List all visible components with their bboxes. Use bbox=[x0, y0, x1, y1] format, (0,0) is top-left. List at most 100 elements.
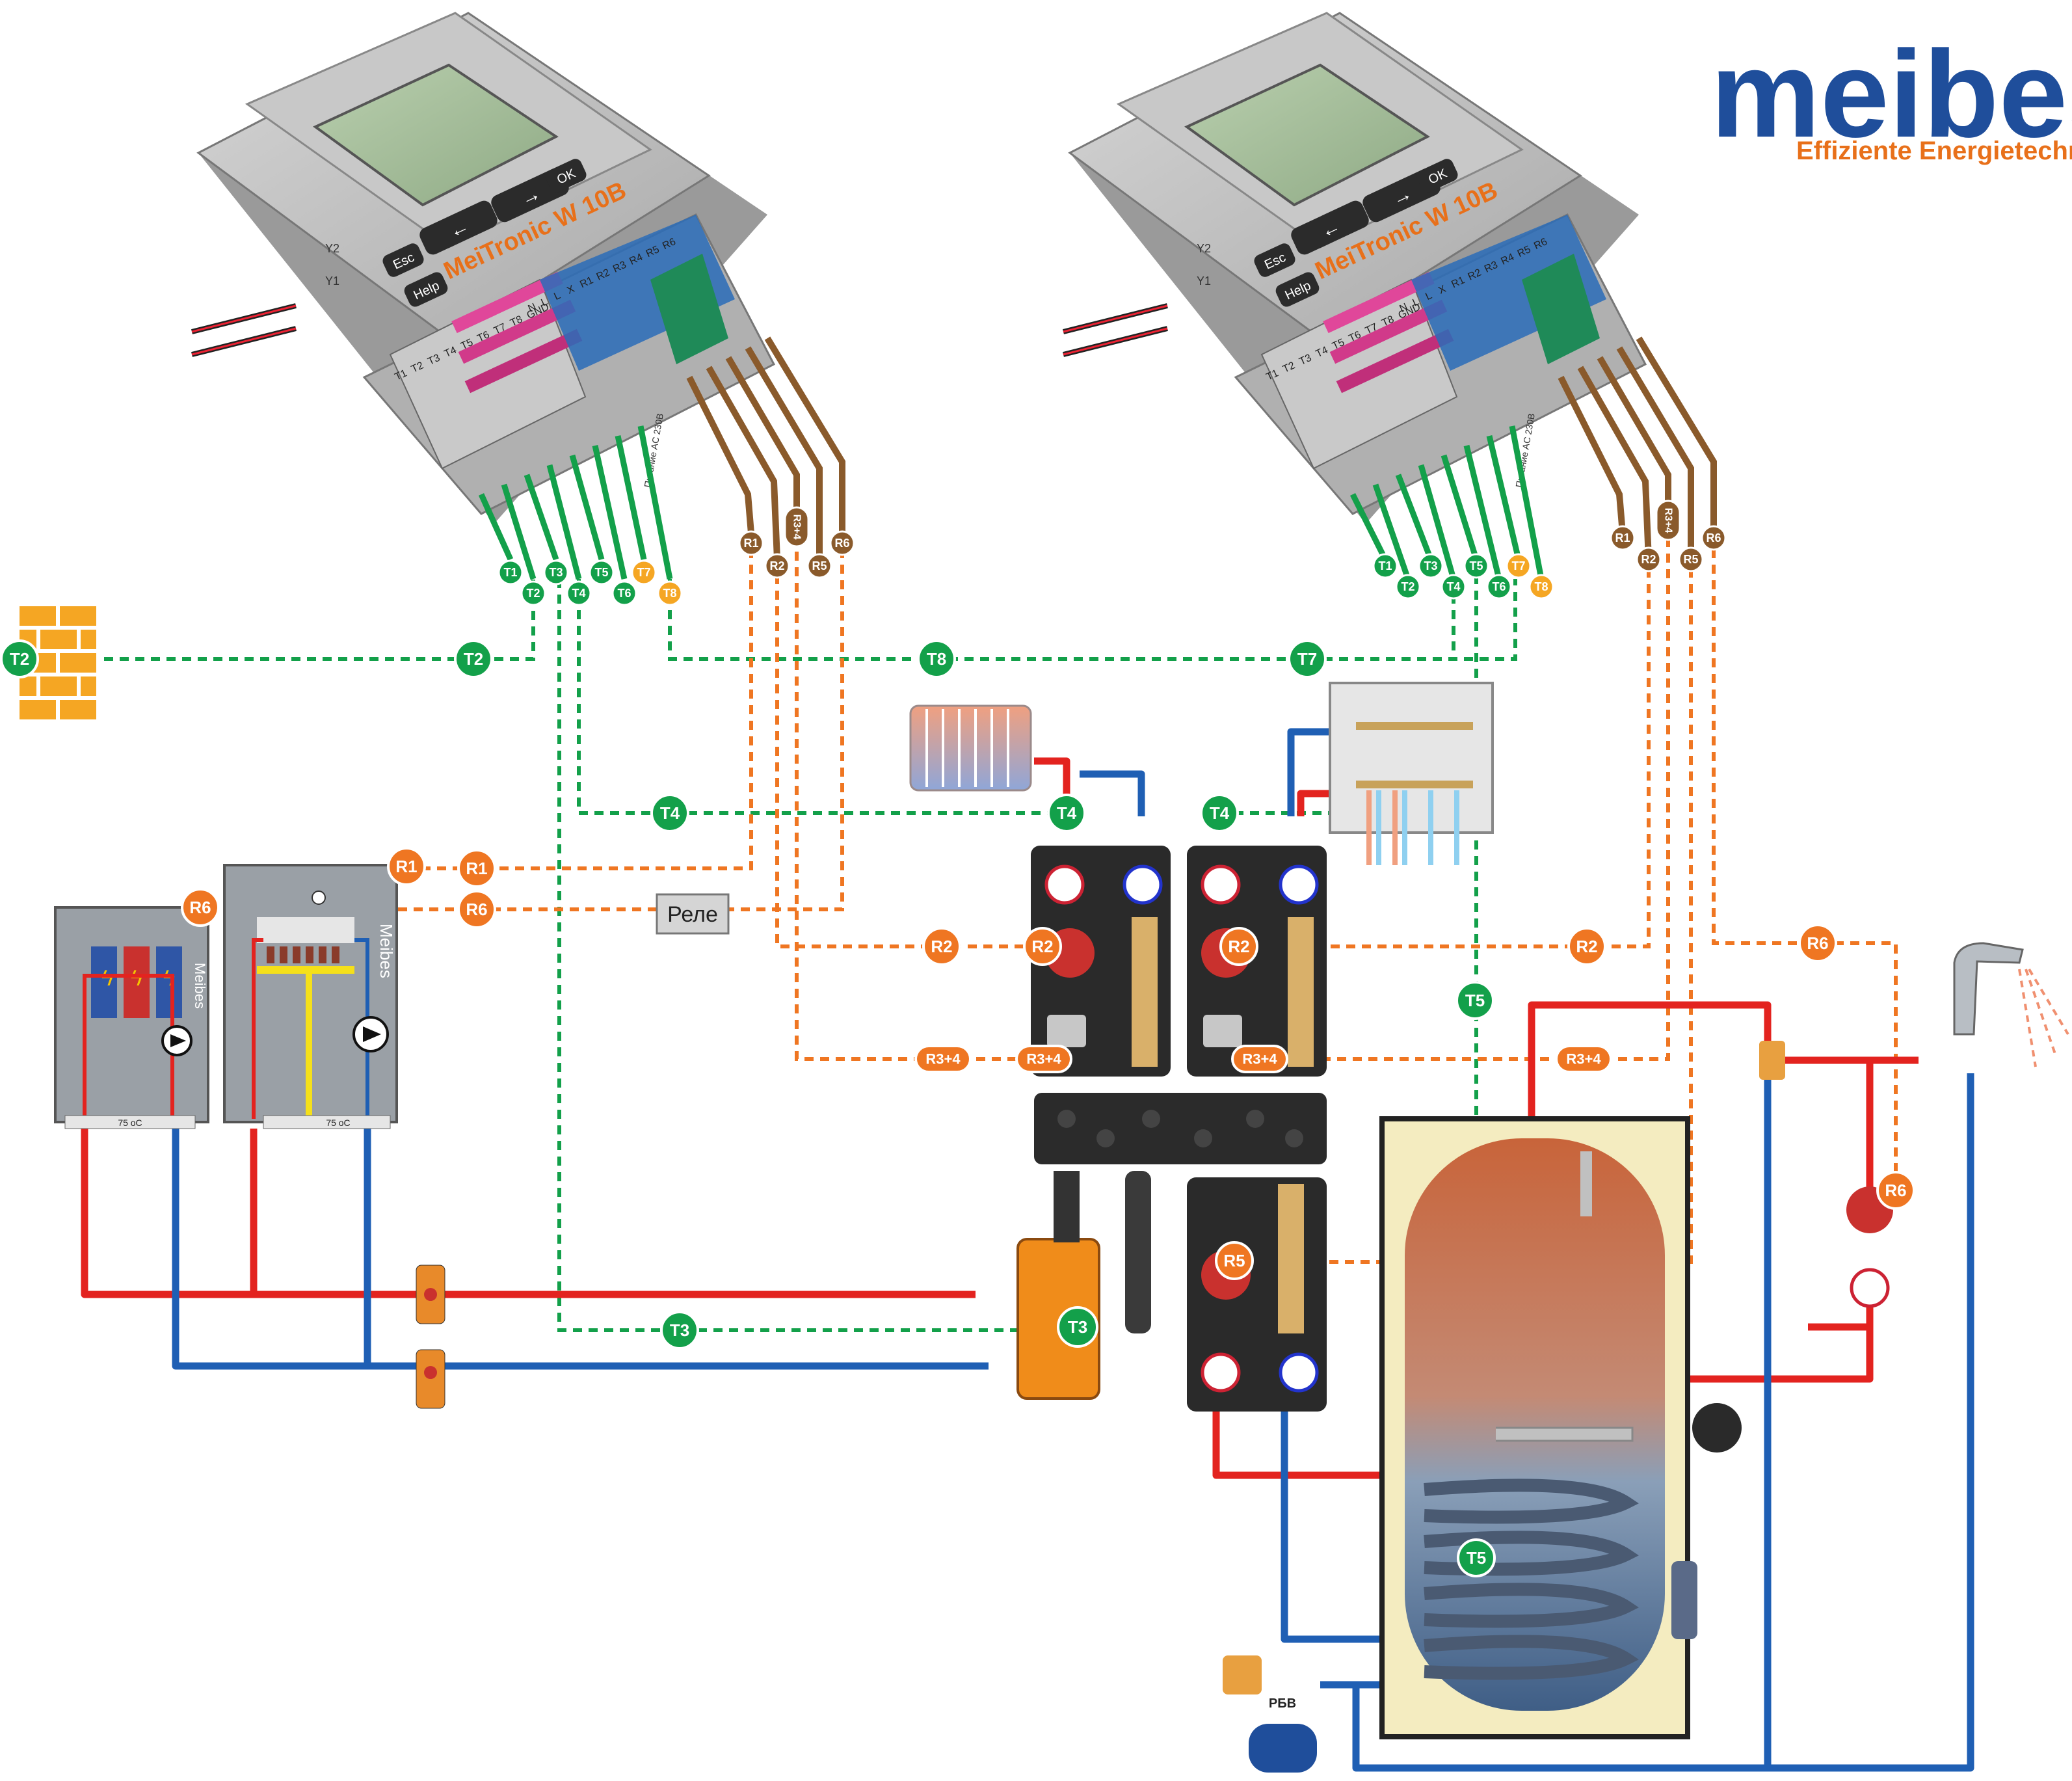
svg-text:R2: R2 bbox=[1228, 937, 1249, 956]
svg-text:T2: T2 bbox=[526, 587, 540, 600]
badge-r1-line: R1 bbox=[457, 849, 496, 888]
badge-t5-tank: T5 bbox=[1457, 1538, 1496, 1577]
svg-text:R6: R6 bbox=[466, 900, 487, 919]
svg-text:T4: T4 bbox=[443, 345, 458, 360]
badge-r34-left: R3+4 bbox=[914, 1045, 972, 1073]
c1-sensor-tag-t1: T1 bbox=[498, 559, 524, 585]
controller-1-esc-button[interactable]: Esc bbox=[380, 241, 426, 279]
svg-text:T3: T3 bbox=[1297, 353, 1313, 368]
gas-boiler-temp: 75 oC bbox=[326, 1118, 350, 1128]
svg-text:R1: R1 bbox=[743, 537, 758, 550]
controller-1-input-y2: Y2 bbox=[325, 242, 339, 255]
badge-r34-right: R3+4 bbox=[1555, 1045, 1612, 1073]
badge-r1-boiler: R1 bbox=[387, 847, 426, 886]
svg-text:T2: T2 bbox=[410, 360, 425, 375]
svg-text:T2: T2 bbox=[10, 649, 29, 669]
controller-2-input-y2: Y2 bbox=[1197, 242, 1211, 255]
heating-element-icon: ϟ bbox=[131, 966, 142, 991]
pump-group-dhw bbox=[1187, 1177, 1327, 1412]
thermometer-icon bbox=[1201, 864, 1241, 905]
svg-text:R3+4: R3+4 bbox=[1242, 1051, 1277, 1067]
svg-text:R6: R6 bbox=[189, 898, 211, 917]
svg-text:T1: T1 bbox=[393, 368, 409, 382]
svg-text:T1: T1 bbox=[1265, 368, 1281, 382]
floor-heating-manifold bbox=[1329, 682, 1494, 865]
controller-2-sensor-terminals: T1 T2 T3 T4 T5 T6 T7 T8 GND bbox=[1265, 302, 1422, 383]
badge-t7-line: T7 bbox=[1288, 639, 1327, 678]
svg-text:R2: R2 bbox=[931, 937, 952, 956]
thermometer-icon bbox=[1279, 864, 1319, 905]
badge-r2-pump-b: R2 bbox=[1219, 927, 1258, 966]
c2-sensor-tag-t5: T5 bbox=[1463, 553, 1489, 579]
svg-text:R6: R6 bbox=[1807, 933, 1828, 953]
c2-sensor-tag-t6: T6 bbox=[1486, 574, 1512, 600]
c2-relay-tag-r5: R5 bbox=[1678, 546, 1704, 572]
c1-relay-tag-r34: R3+4 bbox=[784, 506, 810, 548]
svg-text:T4: T4 bbox=[1057, 803, 1077, 823]
c1-sensor-tag-t3: T3 bbox=[543, 559, 569, 585]
svg-text:T6: T6 bbox=[1492, 580, 1506, 593]
svg-text:T2: T2 bbox=[1401, 580, 1415, 593]
svg-text:T5: T5 bbox=[459, 337, 475, 352]
electric-boiler-temp: 75 oC bbox=[118, 1118, 142, 1128]
controller-2-input-y1: Y1 bbox=[1197, 275, 1211, 288]
badge-r2-right: R2 bbox=[1567, 927, 1606, 966]
thermometer-icon bbox=[1279, 1352, 1319, 1393]
c2-sensor-tag-t7: T7 bbox=[1506, 553, 1532, 579]
svg-text:R6: R6 bbox=[834, 537, 849, 550]
c2-sensor-tag-t1: T1 bbox=[1372, 553, 1398, 579]
controller-2-help-button[interactable]: Help bbox=[1273, 270, 1321, 309]
badge-t3-hydro: T3 bbox=[1057, 1306, 1098, 1348]
badge-r34-pump-a: R3+4 bbox=[1015, 1045, 1072, 1073]
mixing-valve-icon bbox=[1759, 1041, 1785, 1080]
controller-2-ok-button[interactable]: OK bbox=[1415, 157, 1460, 194]
badge-r6-boiler: R6 bbox=[181, 888, 220, 927]
faucet-icon bbox=[1953, 942, 2069, 1067]
gas-boiler-brand: Meibes bbox=[377, 924, 396, 978]
c1-sensor-tag-t4: T4 bbox=[566, 580, 592, 606]
svg-text:R2: R2 bbox=[769, 559, 784, 572]
svg-text:R1: R1 bbox=[1615, 531, 1630, 544]
svg-text:R3+4: R3+4 bbox=[1566, 1051, 1601, 1067]
logo-text: meibes bbox=[1710, 25, 2072, 163]
c1-sensor-tag-t2: T2 bbox=[520, 580, 546, 606]
svg-text:T3: T3 bbox=[426, 353, 442, 368]
gas-boiler: Meibes 75 oC bbox=[223, 864, 398, 1129]
badge-t4-mid: T4 bbox=[650, 794, 689, 833]
svg-text:T5: T5 bbox=[1331, 337, 1346, 352]
controller-2-left-button[interactable]: ← bbox=[1288, 198, 1371, 258]
controller-1-ok-button[interactable]: OK bbox=[543, 157, 589, 194]
c2-sensor-tag-t3: T3 bbox=[1418, 553, 1444, 579]
badge-t8-line: T8 bbox=[917, 639, 956, 678]
svg-text:T3: T3 bbox=[549, 566, 563, 579]
svg-text:T4: T4 bbox=[1446, 580, 1460, 593]
svg-text:R2: R2 bbox=[1576, 937, 1597, 956]
pump-group-radiator bbox=[1031, 846, 1171, 1077]
svg-text:T5: T5 bbox=[1465, 991, 1485, 1010]
c2-relay-tag-r2: R2 bbox=[1636, 546, 1662, 572]
svg-text:T7: T7 bbox=[1364, 321, 1379, 336]
svg-text:T8: T8 bbox=[509, 314, 524, 328]
mixing-valve-icon bbox=[1203, 1015, 1242, 1047]
controller-2-esc-button[interactable]: Esc bbox=[1252, 241, 1297, 279]
svg-text:R3+4: R3+4 bbox=[791, 515, 803, 540]
c1-sensor-tag-t5: T5 bbox=[589, 559, 615, 585]
svg-text:T4: T4 bbox=[1210, 803, 1230, 823]
controller-1-left-button[interactable]: ← bbox=[417, 198, 499, 258]
controller-2: MeiTronic W 10B Esc Help ← → OK Y2 Y1 T1… bbox=[1063, 12, 1717, 580]
badge-outdoor-sensor: T2 bbox=[0, 639, 39, 678]
label-badges: T1 T2 T3 T4 T5 T6 T7 T8 R1 R2 R3+4 R5 R6… bbox=[0, 500, 1915, 1577]
svg-text:R1: R1 bbox=[466, 859, 487, 878]
controller-1-input-y1: Y1 bbox=[325, 275, 339, 288]
svg-text:R6: R6 bbox=[1706, 531, 1721, 544]
c2-relay-tag-r1: R1 bbox=[1610, 525, 1636, 551]
c1-relay-tag-r2: R2 bbox=[764, 553, 790, 579]
c2-sensor-tag-t4: T4 bbox=[1441, 574, 1467, 600]
controller-1: MeiTronic W 10B Esc Help ← → OK Y2 Y1 T1… bbox=[191, 12, 845, 580]
svg-text:T3: T3 bbox=[1068, 1317, 1087, 1337]
svg-text:T8: T8 bbox=[1534, 580, 1548, 593]
svg-text:T4: T4 bbox=[1314, 345, 1330, 360]
controller-1-help-button[interactable]: Help bbox=[402, 270, 449, 309]
electric-boiler-brand: Meibes bbox=[192, 963, 208, 1009]
